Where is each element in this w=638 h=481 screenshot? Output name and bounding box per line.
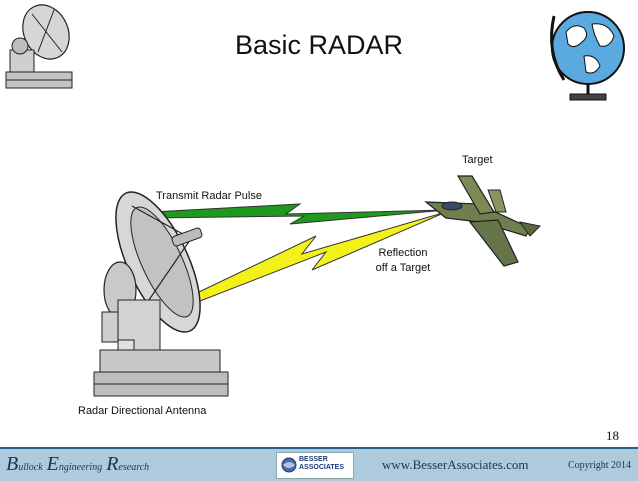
slide-number: 18 xyxy=(606,428,619,443)
footer-e-cap: E xyxy=(46,453,59,475)
logo-text: BESSER ASSOCIATES xyxy=(299,456,344,472)
radar-directional-antenna xyxy=(93,191,229,397)
footer-r-rest: esearch xyxy=(118,462,150,473)
transmit-pulse-label: Transmit Radar Pulse xyxy=(156,190,262,202)
transmit-pulse-bolt xyxy=(151,203,447,225)
reflection-pulse-bolt xyxy=(177,211,447,309)
radar-antenna-icon xyxy=(5,4,73,89)
reflection-label-line2: off a Target xyxy=(375,262,431,274)
footer-url-link[interactable]: www.BesserAssociates.com xyxy=(382,457,529,472)
reflection-label-line1: Reflection xyxy=(378,247,428,259)
footer-e-rest: ngineering xyxy=(58,462,103,473)
footer-b-cap: B xyxy=(6,453,19,475)
target-label: Target xyxy=(462,154,493,166)
globe-icon xyxy=(550,11,625,101)
footer-copyright: Copyright 2014 xyxy=(568,460,632,471)
reflection-label: Reflection off a Target xyxy=(368,246,438,276)
besser-logo: BESSER ASSOCIATES xyxy=(276,452,354,479)
footer-b-rest: ullock xyxy=(18,462,43,473)
radar-diagram xyxy=(93,175,542,397)
jet-target xyxy=(424,175,542,267)
logo-line1: BESSER xyxy=(299,456,328,463)
footer-r-cap: R xyxy=(106,453,119,475)
page-title: Basic RADAR xyxy=(234,30,404,60)
logo-line2: ASSOCIATES xyxy=(299,464,344,471)
footer-bar: Bullock Engineering Research BESSER ASSO… xyxy=(0,447,638,481)
logo-emblem-icon xyxy=(281,457,297,473)
footer-company-name: Bullock Engineering Research xyxy=(6,453,149,476)
antenna-label: Radar Directional Antenna xyxy=(78,405,207,417)
